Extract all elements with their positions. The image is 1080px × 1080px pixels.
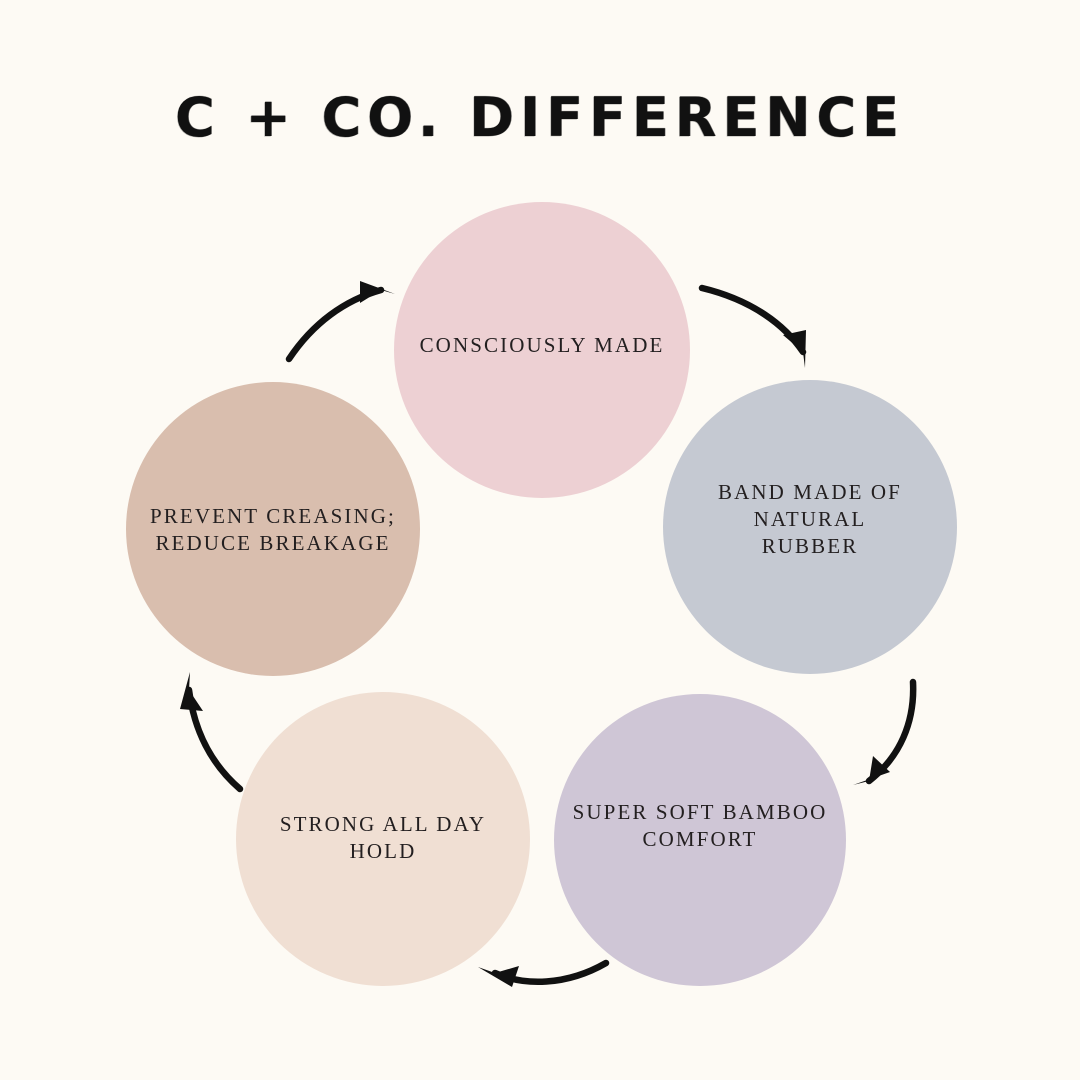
cycle-node-bamboo-comfort[interactable]: SUPER SOFT BAMBOO COMFORT (554, 694, 846, 986)
curved-arrow-icon (478, 959, 610, 987)
page-title: C + CO. DIFFERENCE (175, 86, 905, 149)
curved-arrow-icon (285, 281, 395, 363)
cycle-node-label: SUPER SOFT BAMBOO COMFORT (572, 800, 828, 851)
curved-arrow-icon (853, 678, 917, 785)
curved-arrow-icon (698, 284, 807, 368)
cycle-node-label: PREVENT CREASING; REDUCE BREAKAGE (150, 504, 396, 555)
cycle-node-label: CONSCIOUSLY MADE (419, 332, 665, 357)
cycle-node-natural-rubber[interactable]: BAND MADE OF NATURAL RUBBER (663, 380, 957, 674)
cycle-node-consciously-made[interactable]: CONSCIOUSLY MADE (394, 202, 690, 498)
cycle-node-label: BAND MADE OF NATURAL RUBBER (718, 479, 902, 558)
cycle-node-label: STRONG ALL DAY HOLD (279, 812, 487, 863)
cycle-node-prevent-creasing[interactable]: PREVENT CREASING; REDUCE BREAKAGE (126, 382, 420, 676)
cycle-node-strong-hold[interactable]: STRONG ALL DAY HOLD (236, 692, 530, 986)
curved-arrow-icon (180, 672, 244, 793)
